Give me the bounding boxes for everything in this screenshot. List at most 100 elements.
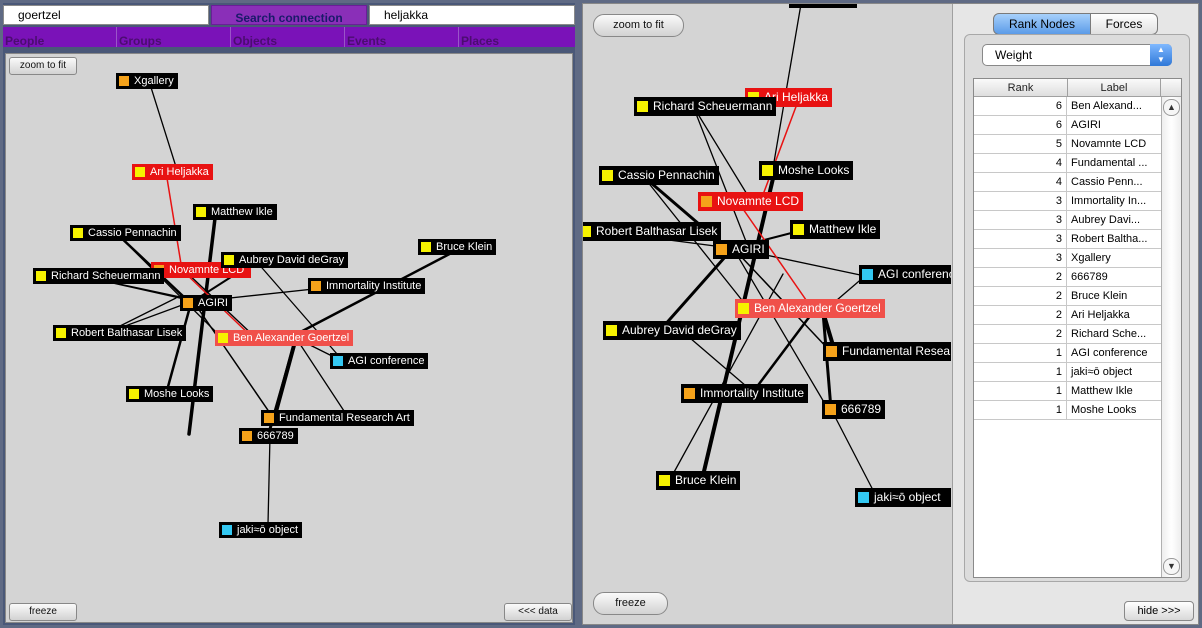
- table-row[interactable]: 6 Ben Alexand...: [974, 97, 1161, 116]
- search-to-input[interactable]: heljakka: [369, 5, 575, 25]
- tab-people[interactable]: People: [3, 27, 117, 48]
- rank-cell: 3: [974, 249, 1067, 267]
- toggle-data-button[interactable]: <<< data: [504, 603, 572, 621]
- rank-cell: 6: [974, 97, 1067, 115]
- graph-node[interactable]: Moshe Looks: [759, 161, 854, 180]
- person-node-icon: [762, 165, 773, 176]
- graph-node[interactable]: Robert Balthasar Lisek: [53, 325, 187, 341]
- organization-node-icon: [242, 431, 252, 441]
- graph-node-highlighted[interactable]: Ben Alexander Goertzel: [735, 299, 885, 318]
- graph-node[interactable]: jaki≈ō object: [855, 488, 951, 507]
- graph-node[interactable]: 666789: [822, 400, 886, 419]
- category-tabs: People Groups Objects Events Places: [3, 27, 575, 48]
- event-node-icon: [222, 525, 232, 535]
- label-cell: Bruce Klein: [1071, 290, 1128, 302]
- graph-node[interactable]: Cassio Pennachin: [70, 225, 181, 241]
- hide-panel-button[interactable]: hide >>>: [1124, 601, 1194, 621]
- graph-node[interactable]: Richard Scheuermann: [634, 97, 777, 116]
- organization-node-icon: [183, 298, 193, 308]
- graph-node[interactable]: Bruce Klein: [656, 471, 741, 490]
- graph-node-highlighted[interactable]: Ari Heljakka: [132, 164, 213, 180]
- graph-node-highlighted[interactable]: Ben Alexander Goertzel: [215, 330, 354, 346]
- graph-node[interactable]: AGIRI: [180, 295, 232, 311]
- graph-node[interactable]: Fundamental Research Art: [261, 410, 414, 426]
- graph-node[interactable]: AGI conference: [859, 265, 951, 284]
- tab-forces[interactable]: Forces: [1090, 13, 1158, 35]
- column-header-rank[interactable]: Rank: [974, 79, 1068, 97]
- freeze-button[interactable]: freeze: [9, 603, 77, 621]
- rank-cell: 1: [974, 363, 1067, 381]
- graph-node[interactable]: Cassio Pennachin: [599, 166, 719, 185]
- table-scrollbar[interactable]: ▲ ▼: [1161, 97, 1181, 577]
- person-node-icon: [218, 333, 228, 343]
- tab-events[interactable]: Events: [345, 27, 459, 48]
- graph-node[interactable]: jaki≈ō object: [219, 522, 303, 538]
- graph-node[interactable]: Immortality Institute: [308, 278, 426, 294]
- graph-node[interactable]: Matthew Ikle: [790, 220, 881, 239]
- graph-node[interactable]: Matthew Ikle: [193, 204, 277, 220]
- graph-node[interactable]: Richard Scheuermann: [33, 268, 165, 284]
- graph-node[interactable]: Bruce Klein: [418, 239, 497, 255]
- graph-node[interactable]: 666789: [239, 428, 298, 444]
- graph-node[interactable]: AGI conference: [330, 353, 429, 369]
- person-node-icon: [196, 207, 206, 217]
- organization-node-icon: [701, 196, 712, 207]
- event-node-icon: [862, 269, 873, 280]
- graph-node[interactable]: Xgallery: [116, 73, 178, 89]
- rank-cell: 3: [974, 192, 1067, 210]
- rank-cell: 2: [974, 306, 1067, 324]
- scroll-up-icon[interactable]: ▲: [1163, 99, 1180, 116]
- person-node-icon: [637, 101, 648, 112]
- graph-node[interactable]: [789, 4, 857, 8]
- graph-node[interactable]: AGIRI: [713, 240, 769, 259]
- zoom-to-fit-button[interactable]: zoom to fit: [593, 14, 684, 37]
- graph-node[interactable]: Immortality Institute: [681, 384, 809, 403]
- zoom-to-fit-button[interactable]: zoom to fit: [9, 57, 77, 75]
- organization-node-icon: [716, 244, 727, 255]
- tab-objects[interactable]: Objects: [231, 27, 345, 48]
- label-cell: Ben Alexand...: [1071, 100, 1142, 112]
- scroll-down-icon[interactable]: ▼: [1163, 558, 1180, 575]
- rank-cell: 2: [974, 325, 1067, 343]
- right-panel: zoom to fit Ari Heljakka Richard Scheuer…: [582, 3, 1199, 625]
- metric-select[interactable]: Weight ▲▼: [982, 44, 1172, 66]
- search-connection-button[interactable]: Search connection: [211, 5, 367, 25]
- freeze-button[interactable]: freeze: [593, 592, 668, 615]
- rank-cell: 1: [974, 344, 1067, 362]
- graph-node[interactable]: Robert Balthasar Lisek: [583, 222, 722, 241]
- graph-node-highlighted[interactable]: Novamnte LCD: [698, 192, 804, 211]
- graph-node[interactable]: Aubrey David deGray: [221, 252, 349, 268]
- tab-places[interactable]: Places: [461, 34, 500, 48]
- column-header-label[interactable]: Label: [1068, 79, 1161, 97]
- graph-node[interactable]: Moshe Looks: [126, 386, 214, 402]
- right-graph-canvas[interactable]: zoom to fit Ari Heljakka Richard Scheuer…: [583, 4, 951, 624]
- rank-cell: 2: [974, 287, 1067, 305]
- person-node-icon: [135, 167, 145, 177]
- graph-node[interactable]: Fundamental Resea: [823, 342, 951, 361]
- tab-rank-nodes[interactable]: Rank Nodes: [993, 13, 1091, 35]
- search-from-input[interactable]: goertzel: [3, 5, 209, 25]
- table-row[interactable]: 2 Bruce Klein: [974, 287, 1161, 306]
- graph-node[interactable]: Aubrey David deGray: [603, 321, 741, 340]
- person-node-icon: [224, 255, 234, 265]
- tab-groups[interactable]: Groups: [117, 27, 231, 48]
- person-node-icon: [56, 328, 66, 338]
- person-node-icon: [738, 303, 749, 314]
- left-panel: goertzel Search connection heljakka Peop…: [3, 3, 575, 625]
- left-graph-canvas[interactable]: zoom to fit Xgallery Ari Heljakka Matthe…: [5, 53, 573, 623]
